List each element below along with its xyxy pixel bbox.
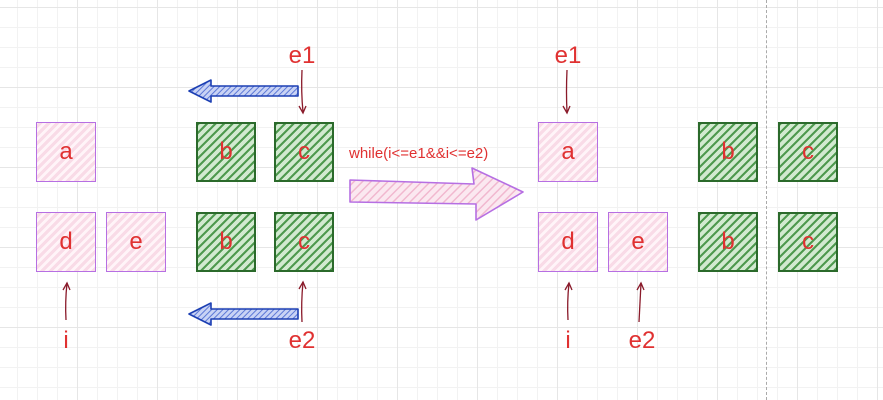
- node-e-before: e: [106, 212, 166, 272]
- pointer-label-e1-after: e1: [554, 42, 582, 69]
- pointer-arrow-i-before-icon: [62, 281, 71, 321]
- node-label: a: [561, 138, 575, 165]
- arrow-left-top-icon: [188, 79, 299, 103]
- node-c-top-before: c: [274, 122, 334, 182]
- node-c-top-after: c: [778, 122, 838, 182]
- node-d-after: d: [538, 212, 598, 272]
- node-label: c: [298, 228, 310, 255]
- node-c-bottom-after: c: [778, 212, 838, 272]
- pointer-label-i-before: i: [63, 327, 69, 354]
- transition-arrow-icon: [349, 167, 524, 221]
- arrow-left-bottom-icon: [188, 302, 299, 326]
- node-b-top-after: b: [698, 122, 758, 182]
- node-c-bottom-before: c: [274, 212, 334, 272]
- pointer-label-i-after: i: [565, 327, 571, 354]
- node-label: d: [59, 228, 73, 255]
- node-label: c: [802, 138, 814, 165]
- pointer-arrow-i-after-icon: [564, 281, 573, 321]
- pointer-arrow-e2-after-icon: [636, 281, 645, 323]
- pointer-label-e2-before: e2: [288, 327, 316, 354]
- loop-condition-label: while(i<=e1&&i<=e2): [349, 145, 489, 162]
- node-label: e: [129, 228, 143, 255]
- node-d-before: d: [36, 212, 96, 272]
- node-b-bottom-after: b: [698, 212, 758, 272]
- node-b-bottom-before: b: [196, 212, 256, 272]
- node-b-top-before: b: [196, 122, 256, 182]
- node-label: d: [561, 228, 575, 255]
- node-a-before: a: [36, 122, 96, 182]
- node-label: b: [721, 138, 735, 165]
- node-label: e: [631, 228, 645, 255]
- node-label: c: [802, 228, 814, 255]
- pointer-label-e2-after: e2: [628, 327, 656, 354]
- node-e-after: e: [608, 212, 668, 272]
- pointer-label-e1-before: e1: [288, 42, 316, 69]
- node-a-after: a: [538, 122, 598, 182]
- pointer-arrow-e2-before-icon: [298, 280, 307, 323]
- pointer-arrow-e1-before-icon: [298, 69, 307, 115]
- node-label: c: [298, 138, 310, 165]
- node-label: b: [219, 138, 233, 165]
- node-label: b: [721, 228, 735, 255]
- node-label: b: [219, 228, 233, 255]
- pointer-arrow-e1-after-icon: [562, 69, 571, 115]
- dashed-separator: [766, 0, 767, 400]
- node-label: a: [59, 138, 73, 165]
